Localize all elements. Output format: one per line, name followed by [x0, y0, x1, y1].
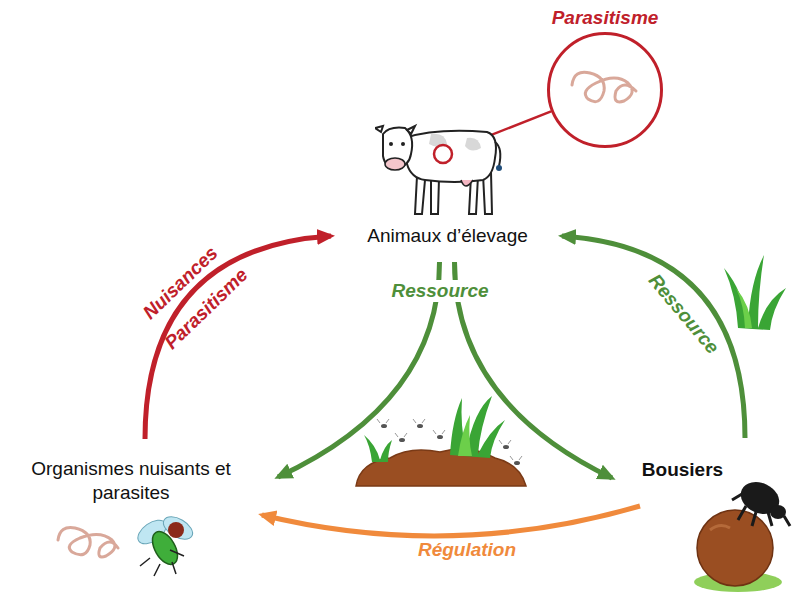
dung-ball: [694, 510, 782, 592]
worm-icon: [58, 528, 118, 558]
node-title: Bousiers: [630, 458, 735, 482]
parasitism-circle: Parasitisme: [547, 32, 663, 148]
cow-spot: [465, 138, 481, 151]
cow-udder: [461, 180, 473, 186]
dung-beetle-node: Bousiers: [630, 458, 735, 486]
cow-ear: [407, 126, 415, 134]
parasite-spot: [434, 145, 452, 163]
cow-tail: [495, 142, 500, 166]
connector-arrow: [145, 236, 331, 439]
cow-leg: [431, 178, 439, 214]
dung-pile: [356, 396, 526, 486]
worm-line: [572, 72, 636, 102]
connector-arrow: [562, 236, 745, 438]
cow-icon: [375, 114, 505, 222]
node-title: Organismes nuisants et parasites: [6, 457, 256, 505]
cow-eye: [401, 142, 405, 146]
cow-eye: [389, 142, 393, 146]
circle-heading: Parasitisme: [552, 6, 659, 30]
edge-label: Régulation: [418, 539, 516, 561]
beetle-icon: [732, 476, 790, 526]
worm-icon: [550, 35, 660, 145]
fly-icon: [134, 512, 197, 576]
connector-arrow: [262, 506, 640, 536]
livestock-node: Animaux d’élevage: [335, 110, 560, 250]
cow-ear: [375, 126, 383, 132]
cow-muzzle: [385, 158, 405, 170]
grass-icon: [724, 255, 786, 330]
edge-label: Ressource: [644, 270, 723, 359]
pest-node: Organismes nuisants et parasites: [6, 457, 256, 509]
edge-label: Ressource: [387, 280, 492, 302]
node-title: Animaux d’élevage: [335, 224, 560, 248]
cow-leg: [415, 176, 425, 214]
cow-tail-tip: [496, 165, 502, 171]
cow-body: [405, 131, 496, 182]
